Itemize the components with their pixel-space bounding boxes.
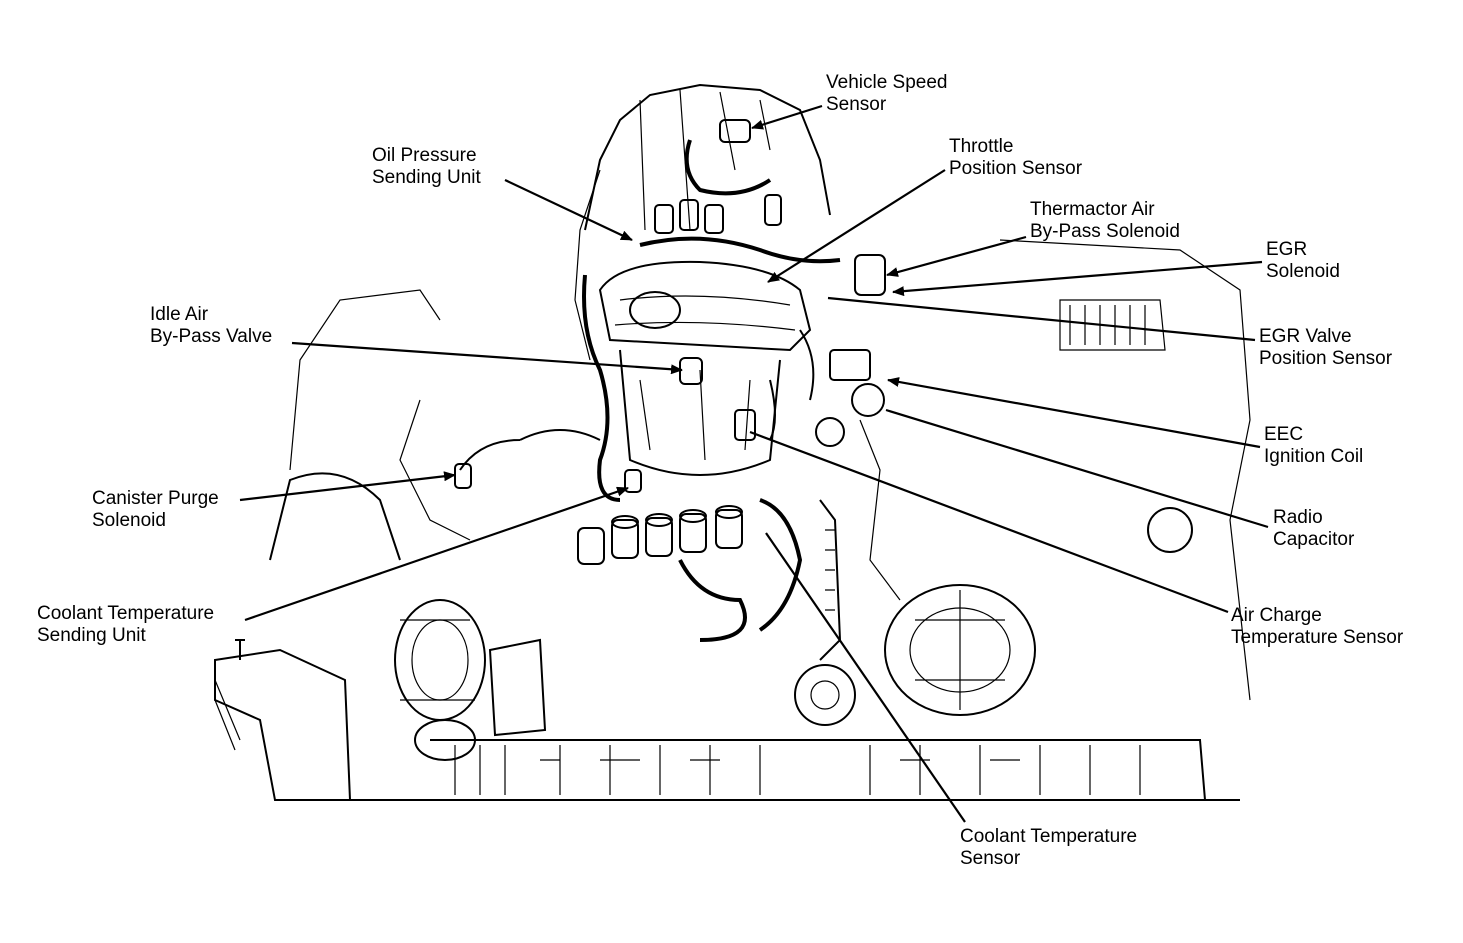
label-throttle-position-sensor: Throttle Position Sensor — [949, 136, 1082, 180]
label-air-charge-temperature-sensor: Air Charge Temperature Sensor — [1231, 605, 1403, 649]
engine-body — [214, 83, 1251, 801]
leader-lines — [239, 104, 1269, 823]
label-line: Vehicle Speed — [826, 72, 948, 93]
label-idle-air-bypass-valve: Idle Air By-Pass Valve — [150, 304, 272, 348]
label-eec-ignition-coil: EEC Ignition Coil — [1264, 424, 1363, 468]
label-line: Sensor — [826, 94, 887, 115]
plug-wire-boots — [577, 505, 743, 565]
label-line: Idle Air — [150, 304, 209, 325]
leader-thermactor-air-bypass-solenoid — [886, 235, 1027, 277]
label-line: Position Sensor — [1259, 348, 1393, 369]
label-egr-valve-position-sensor: EGR Valve Position Sensor — [1259, 326, 1392, 370]
leader-vehicle-speed-sensor — [751, 104, 823, 130]
label-line: Solenoid — [92, 510, 166, 531]
label-canister-purge-solenoid: Canister Purge Solenoid — [92, 488, 219, 532]
label-line: EEC — [1264, 424, 1304, 445]
label-coolant-temperature-sensor: Coolant Temperature Sensor — [960, 826, 1137, 870]
label-line: By-Pass Solenoid — [1030, 221, 1180, 242]
leader-coolant-temperature-sending-unit — [244, 486, 629, 622]
label-line: Air Charge — [1231, 605, 1322, 626]
leader-egr-solenoid — [892, 260, 1263, 297]
leader-egr-valve-position-sensor — [827, 296, 1256, 342]
label-radio-capacitor: Radio Capacitor — [1273, 507, 1354, 551]
leader-radio-capacitor — [885, 408, 1269, 529]
label-coolant-temperature-sending-unit: Coolant Temperature Sending Unit — [37, 603, 214, 647]
label-line: Radio — [1273, 507, 1323, 528]
leader-oil-pressure-sending-unit — [504, 179, 633, 241]
label-line: Thermactor Air — [1030, 199, 1155, 220]
leader-air-charge-temperature-sensor — [749, 430, 1229, 614]
label-line: EGR — [1266, 239, 1308, 260]
label-line: Canister Purge — [92, 488, 219, 509]
label-vehicle-speed-sensor: Vehicle Speed Sensor — [826, 72, 948, 116]
leader-throttle-position-sensor — [767, 169, 946, 283]
leader-idle-air-bypass-valve — [291, 341, 683, 375]
right-alternator — [884, 507, 1193, 716]
label-line: Solenoid — [1266, 261, 1340, 282]
label-line: Capacitor — [1273, 529, 1355, 550]
label-oil-pressure-sending-unit: Oil Pressure Sending Unit — [372, 145, 481, 189]
leader-eec-ignition-coil — [887, 377, 1261, 449]
label-line: Temperature Sensor — [1231, 627, 1404, 648]
label-line: Sending Unit — [37, 625, 146, 646]
label-line: Coolant Temperature — [37, 603, 215, 624]
label-line: Coolant Temperature — [960, 826, 1138, 847]
label-line: Oil Pressure — [372, 145, 477, 166]
label-thermactor-air-bypass-solenoid: Thermactor Air By-Pass Solenoid — [1030, 199, 1180, 243]
label-line: EGR Valve — [1259, 326, 1352, 347]
left-alternator — [394, 599, 486, 761]
label-line: Ignition Coil — [1264, 446, 1364, 467]
label-line: By-Pass Valve — [150, 326, 273, 347]
label-line: Sending Unit — [372, 167, 481, 188]
leader-canister-purge-solenoid — [239, 471, 456, 502]
leader-coolant-temperature-sensor — [765, 532, 966, 823]
label-line: Position Sensor — [949, 158, 1083, 179]
label-line: Throttle — [949, 136, 1014, 157]
label-line: Sensor — [960, 848, 1021, 869]
label-egr-solenoid: EGR Solenoid — [1266, 239, 1340, 283]
